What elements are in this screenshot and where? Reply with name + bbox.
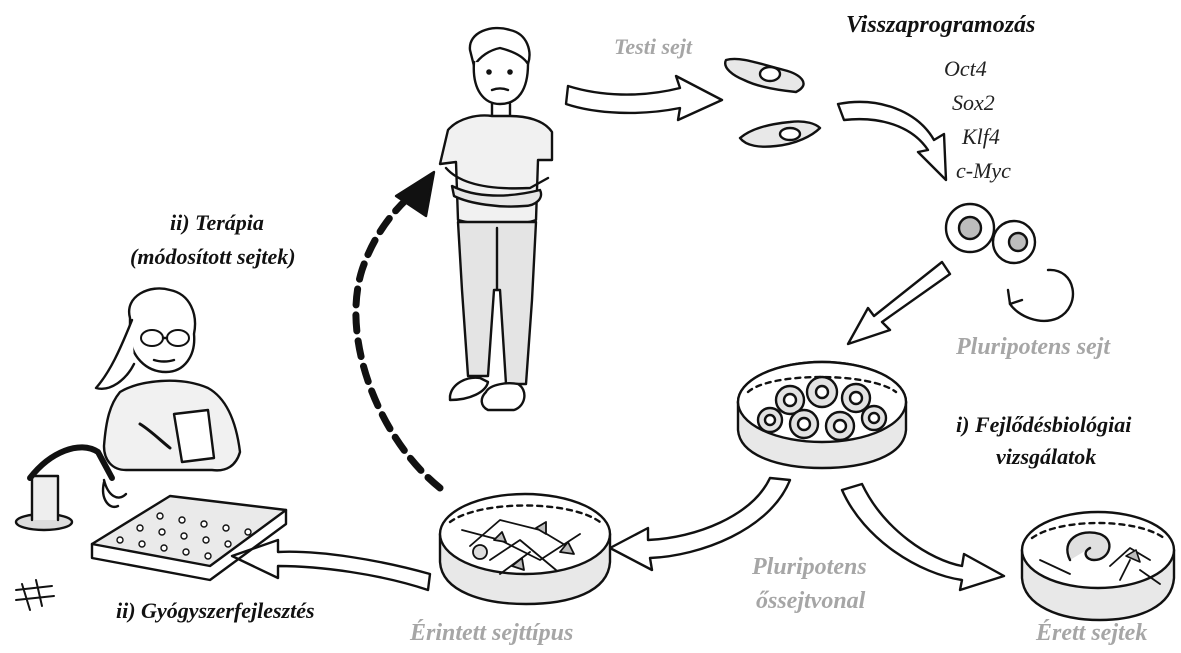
arrow-to-somatic	[566, 76, 722, 120]
stem-cell-line-dish	[738, 362, 906, 468]
arrow-to-drug-dev	[232, 540, 430, 590]
mature-cells-label: Érett sejtek	[1036, 620, 1147, 648]
therapy-dashed-arrow	[356, 188, 440, 488]
therapy-label-2: (módosított sejtek)	[130, 244, 296, 269]
factor-cmyc: c-Myc	[956, 158, 1011, 183]
mature-cells-dish	[1022, 512, 1174, 620]
factor-klf4: Klf4	[962, 124, 1000, 149]
pluripotent-cell-label: Pluripotens sejt	[956, 334, 1110, 362]
developmental-label-1: i) Fejlődésbiológiai	[956, 412, 1131, 437]
stem-cell-line-label-1: Pluripotens	[752, 554, 867, 582]
developmental-label-2: vizsgálatok	[996, 444, 1096, 469]
affected-cell-type-label: Érintett sejttípus	[410, 620, 573, 648]
person-illustration	[440, 28, 552, 410]
reprogramming-title: Visszaprogramozás	[846, 12, 1035, 40]
arrow-to-dish	[848, 262, 950, 344]
therapy-arrowhead	[396, 172, 434, 216]
signature-mark	[16, 580, 54, 610]
factor-sox2: Sox2	[952, 90, 995, 115]
factor-oct4: Oct4	[944, 56, 987, 81]
pluripotent-cells	[946, 204, 1073, 321]
stem-cell-line-label-2: őssejtvonal	[756, 588, 865, 616]
scientist-illustration	[96, 288, 240, 470]
affected-cells-dish	[440, 494, 610, 604]
drug-development-label: ii) Gyógyszerfejlesztés	[116, 598, 315, 623]
somatic-cells	[725, 59, 820, 147]
therapy-label-1: ii) Terápia	[170, 210, 264, 235]
somatic-cell-label: Testi sejt	[614, 34, 692, 59]
arrow-to-pluripotent	[838, 102, 946, 180]
